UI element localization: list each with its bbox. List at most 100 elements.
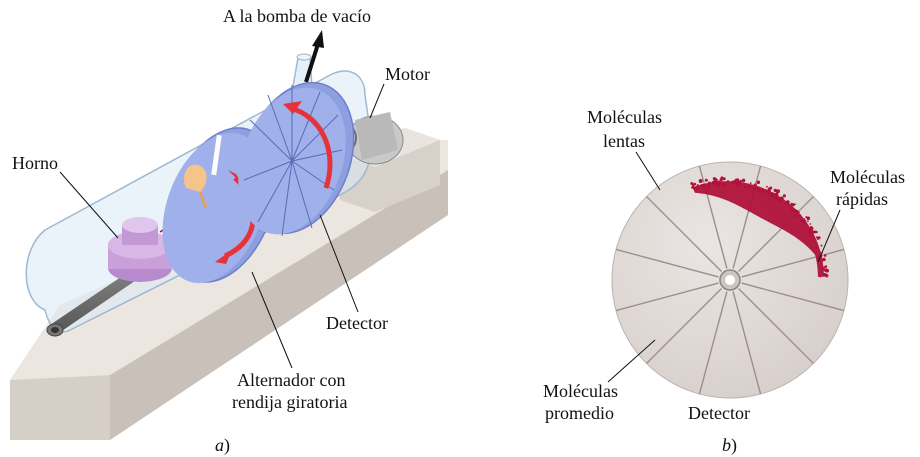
disk-spoke (698, 165, 728, 269)
deposit-speck (716, 183, 720, 188)
deposit-speck (780, 197, 784, 201)
disk-spoke (615, 282, 719, 312)
deposit-speck (798, 214, 802, 217)
deposit-speck (822, 257, 826, 262)
deposit-speck (819, 251, 822, 254)
fast-molecules-label-2: rápidas (836, 189, 888, 209)
deposit-speck (693, 182, 697, 186)
deposit-speck (733, 179, 737, 183)
deposit-speck (752, 187, 755, 190)
caption-b: b) (722, 435, 737, 456)
deposit-speck (811, 230, 815, 234)
slow-leader (635, 151, 661, 191)
deposit-speck (809, 223, 812, 225)
deposit-speck (820, 244, 823, 247)
disk-spoke (646, 196, 723, 273)
deposit-speck (722, 177, 726, 181)
deposit-speck (825, 274, 829, 278)
deposit-speck (748, 184, 752, 188)
deposit-speck (726, 180, 730, 184)
deposit-speck (809, 234, 812, 238)
deposit-speck (802, 219, 807, 224)
disk-hub-hole (725, 275, 735, 285)
deposit-speck (808, 228, 811, 231)
deposit-speck (773, 188, 777, 193)
deposit-speck (737, 182, 741, 186)
slow-molecules-label-1: Moléculas (587, 107, 662, 127)
deposit-speck (793, 208, 797, 212)
deposit-speck (823, 254, 827, 257)
deposit-speck (796, 214, 799, 218)
deposit-speck (766, 185, 768, 188)
deposit-speck (782, 194, 787, 198)
panel-a: A la bomba de vacío Motor Horno (10, 6, 448, 456)
deposit-speck (749, 182, 752, 185)
motor-leader (369, 83, 385, 119)
deposit-speck (754, 186, 758, 190)
slow-molecules-label-2: lentas (603, 131, 645, 151)
motor-label: Motor (385, 64, 430, 84)
disk-spoke (646, 287, 723, 364)
disk-spoke (732, 165, 762, 269)
deposit-speck (785, 200, 790, 205)
deposit-speck (698, 179, 703, 183)
deposit-speck (812, 236, 816, 239)
deposit-speck (803, 218, 806, 221)
fast-molecules-label-1: Moléculas (830, 167, 905, 187)
deposit-speck (708, 181, 711, 184)
deposit-speck (816, 237, 819, 240)
deposit-speck (705, 178, 708, 181)
deposit-speck (824, 268, 828, 273)
deposit-speck (794, 203, 796, 206)
panel-b: Moléculas lentas Moléculas rápidas Moléc… (543, 107, 905, 456)
caption-a: a) (215, 435, 230, 456)
detector-label-a: Detector (326, 313, 388, 333)
disk-spokes (615, 165, 845, 395)
disk-spoke (741, 248, 845, 278)
deposit-speck (696, 184, 699, 187)
oven-leader (59, 171, 119, 239)
detector-rotation-arrow (289, 105, 333, 189)
deposit-speck (753, 183, 757, 187)
deposit-speck (690, 182, 694, 185)
deposit-speck (815, 236, 818, 239)
disk-spoke (737, 287, 814, 364)
oven (108, 217, 172, 282)
average-molecules-label-1: Moléculas (543, 381, 618, 401)
chopper-label-line1: Alternador con (237, 370, 345, 390)
disk-spoke (615, 248, 719, 278)
deposit-speck (800, 218, 803, 221)
deposit-speck (777, 191, 779, 194)
deposit-speck (807, 229, 810, 233)
deposit-speck (769, 186, 773, 190)
deposit-speck (769, 193, 774, 198)
detector-label-b: Detector (688, 403, 750, 423)
deposit-speck (692, 185, 694, 188)
deposit-speck (756, 180, 761, 185)
deposit-speck (789, 206, 793, 210)
deposit-speck (741, 178, 746, 183)
deposit-speck (762, 189, 766, 193)
deposit-speck (743, 185, 747, 189)
deposit-speck (731, 180, 735, 184)
deposit-speck (766, 189, 771, 194)
disk-spoke (732, 291, 762, 395)
deposit-speck (791, 203, 795, 207)
deposit-speck (702, 184, 705, 188)
deposit-speck (806, 216, 811, 221)
deposit-speck (714, 178, 718, 182)
chopper-slit (211, 134, 222, 176)
deposit-speck (807, 220, 809, 222)
average-molecules-label-2: promedio (545, 403, 614, 423)
chopper-leader (251, 271, 293, 369)
deposit-speck (742, 182, 746, 186)
average-leader (607, 339, 656, 383)
deposit-speck (774, 195, 779, 199)
fast-leader (817, 209, 841, 263)
deposit-speck (823, 266, 826, 269)
vacuum-arrow (304, 30, 324, 83)
deposit-speck (739, 179, 742, 183)
deposit-speck (695, 187, 698, 190)
deposit-speckle (690, 176, 829, 278)
